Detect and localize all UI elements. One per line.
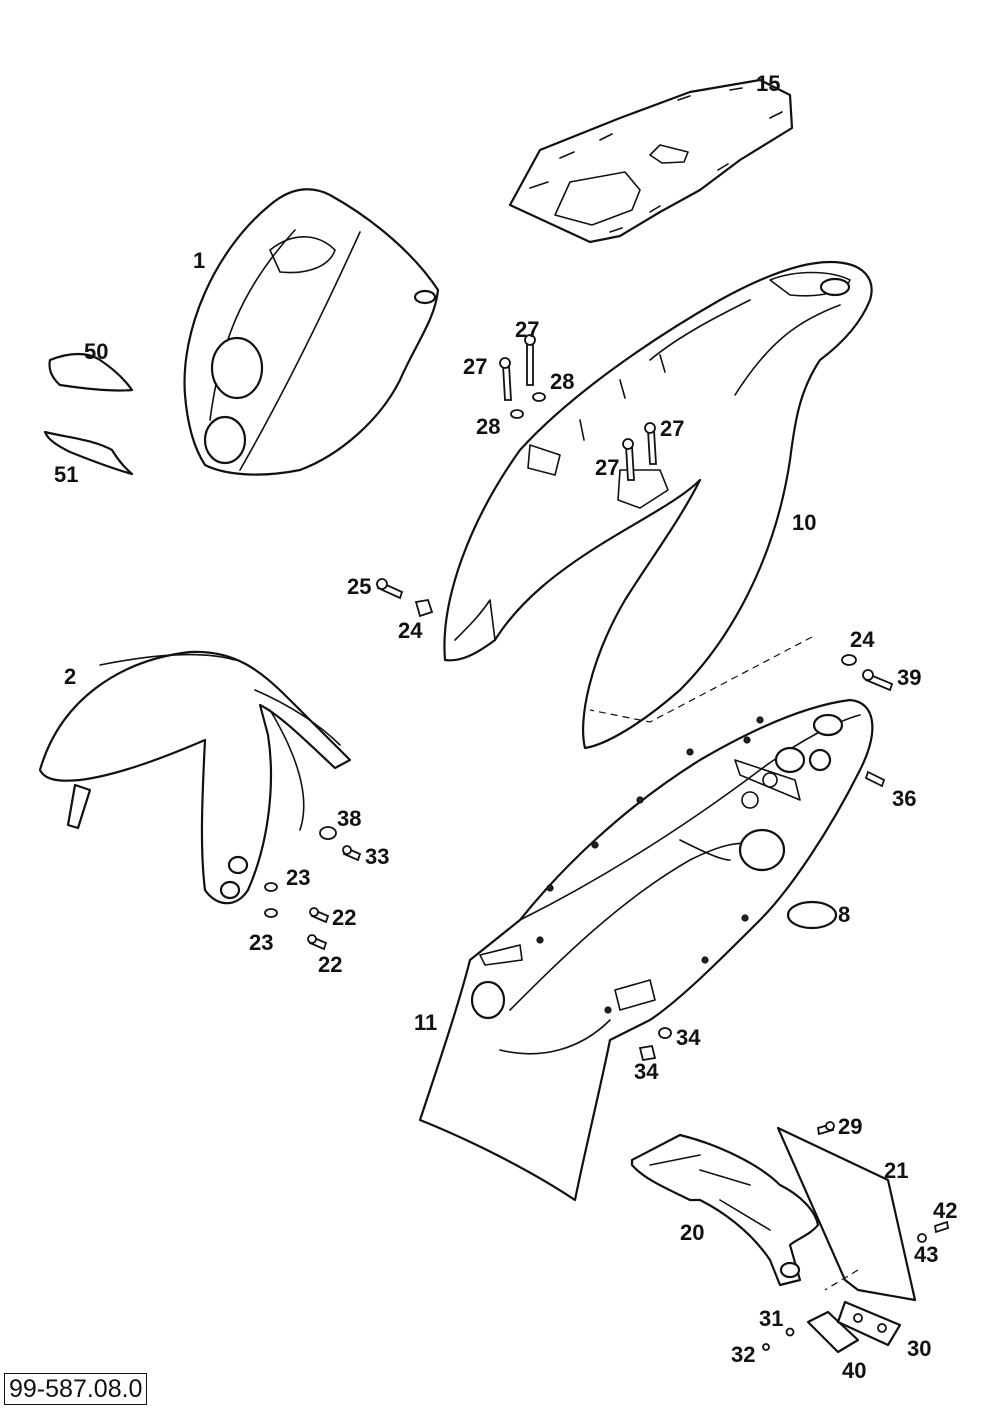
callout-1: 1 bbox=[193, 248, 205, 273]
callout-25: 25 bbox=[347, 574, 371, 599]
callout-33: 33 bbox=[365, 844, 389, 869]
callout-40: 40 bbox=[842, 1358, 866, 1383]
callout-22-a: 22 bbox=[332, 905, 356, 930]
callout-30: 30 bbox=[907, 1336, 931, 1361]
callout-43: 43 bbox=[914, 1242, 938, 1267]
callout-29: 29 bbox=[838, 1114, 862, 1139]
callout-27-c: 27 bbox=[660, 416, 684, 441]
callout-42: 42 bbox=[933, 1198, 957, 1223]
callout-22-b: 22 bbox=[318, 952, 342, 977]
part-21-license-plate bbox=[776, 1126, 917, 1302]
part-10-tail-panel bbox=[443, 260, 873, 750]
callout-15: 15 bbox=[756, 71, 780, 96]
callout-8: 8 bbox=[838, 902, 850, 927]
callout-11: 11 bbox=[414, 1010, 437, 1035]
callout-23-b: 23 bbox=[249, 930, 273, 955]
callout-31: 31 bbox=[759, 1306, 783, 1331]
callout-32: 32 bbox=[731, 1342, 755, 1367]
callout-10: 10 bbox=[792, 510, 816, 535]
callout-23-a: 23 bbox=[286, 865, 310, 890]
part-40-plate-bracket bbox=[806, 1310, 860, 1354]
part-30-plate-light bbox=[836, 1300, 902, 1347]
callout-38: 38 bbox=[337, 806, 361, 831]
leader-lines bbox=[589, 636, 859, 1291]
part-8-cap bbox=[786, 900, 838, 930]
callout-34-a: 34 bbox=[676, 1025, 701, 1050]
callout-28-b: 28 bbox=[476, 414, 500, 439]
document-number: 99-587.08.0 bbox=[4, 1373, 148, 1405]
callout-27-a: 27 bbox=[515, 317, 539, 342]
callout-28-a: 28 bbox=[550, 369, 574, 394]
part-1-headlight-mask bbox=[183, 188, 440, 476]
callout-labels: 1 2 8 10 11 15 20 21 22 22 23 23 24 24 2… bbox=[54, 71, 957, 1383]
hardware-fasteners bbox=[264, 334, 950, 1351]
part-51-decal bbox=[43, 430, 134, 476]
callout-24-a: 24 bbox=[398, 618, 423, 643]
callout-50: 50 bbox=[84, 339, 108, 364]
callout-51: 51 bbox=[54, 462, 78, 487]
callout-27-d: 27 bbox=[595, 455, 619, 480]
callout-2: 2 bbox=[64, 664, 76, 689]
part-11-rear-fender bbox=[418, 698, 874, 1202]
callout-34-b: 34 bbox=[634, 1059, 659, 1084]
callout-27-b: 27 bbox=[463, 354, 487, 379]
callout-39: 39 bbox=[897, 665, 921, 690]
callout-21: 21 bbox=[884, 1158, 908, 1183]
part-15-seat-plate bbox=[508, 78, 794, 244]
part-20-license-bracket bbox=[630, 1133, 820, 1287]
callout-20: 20 bbox=[680, 1220, 704, 1245]
part-2-front-fender bbox=[38, 650, 352, 905]
part-50-decal bbox=[48, 352, 134, 392]
callout-36: 36 bbox=[892, 786, 916, 811]
callout-24-b: 24 bbox=[850, 627, 875, 652]
